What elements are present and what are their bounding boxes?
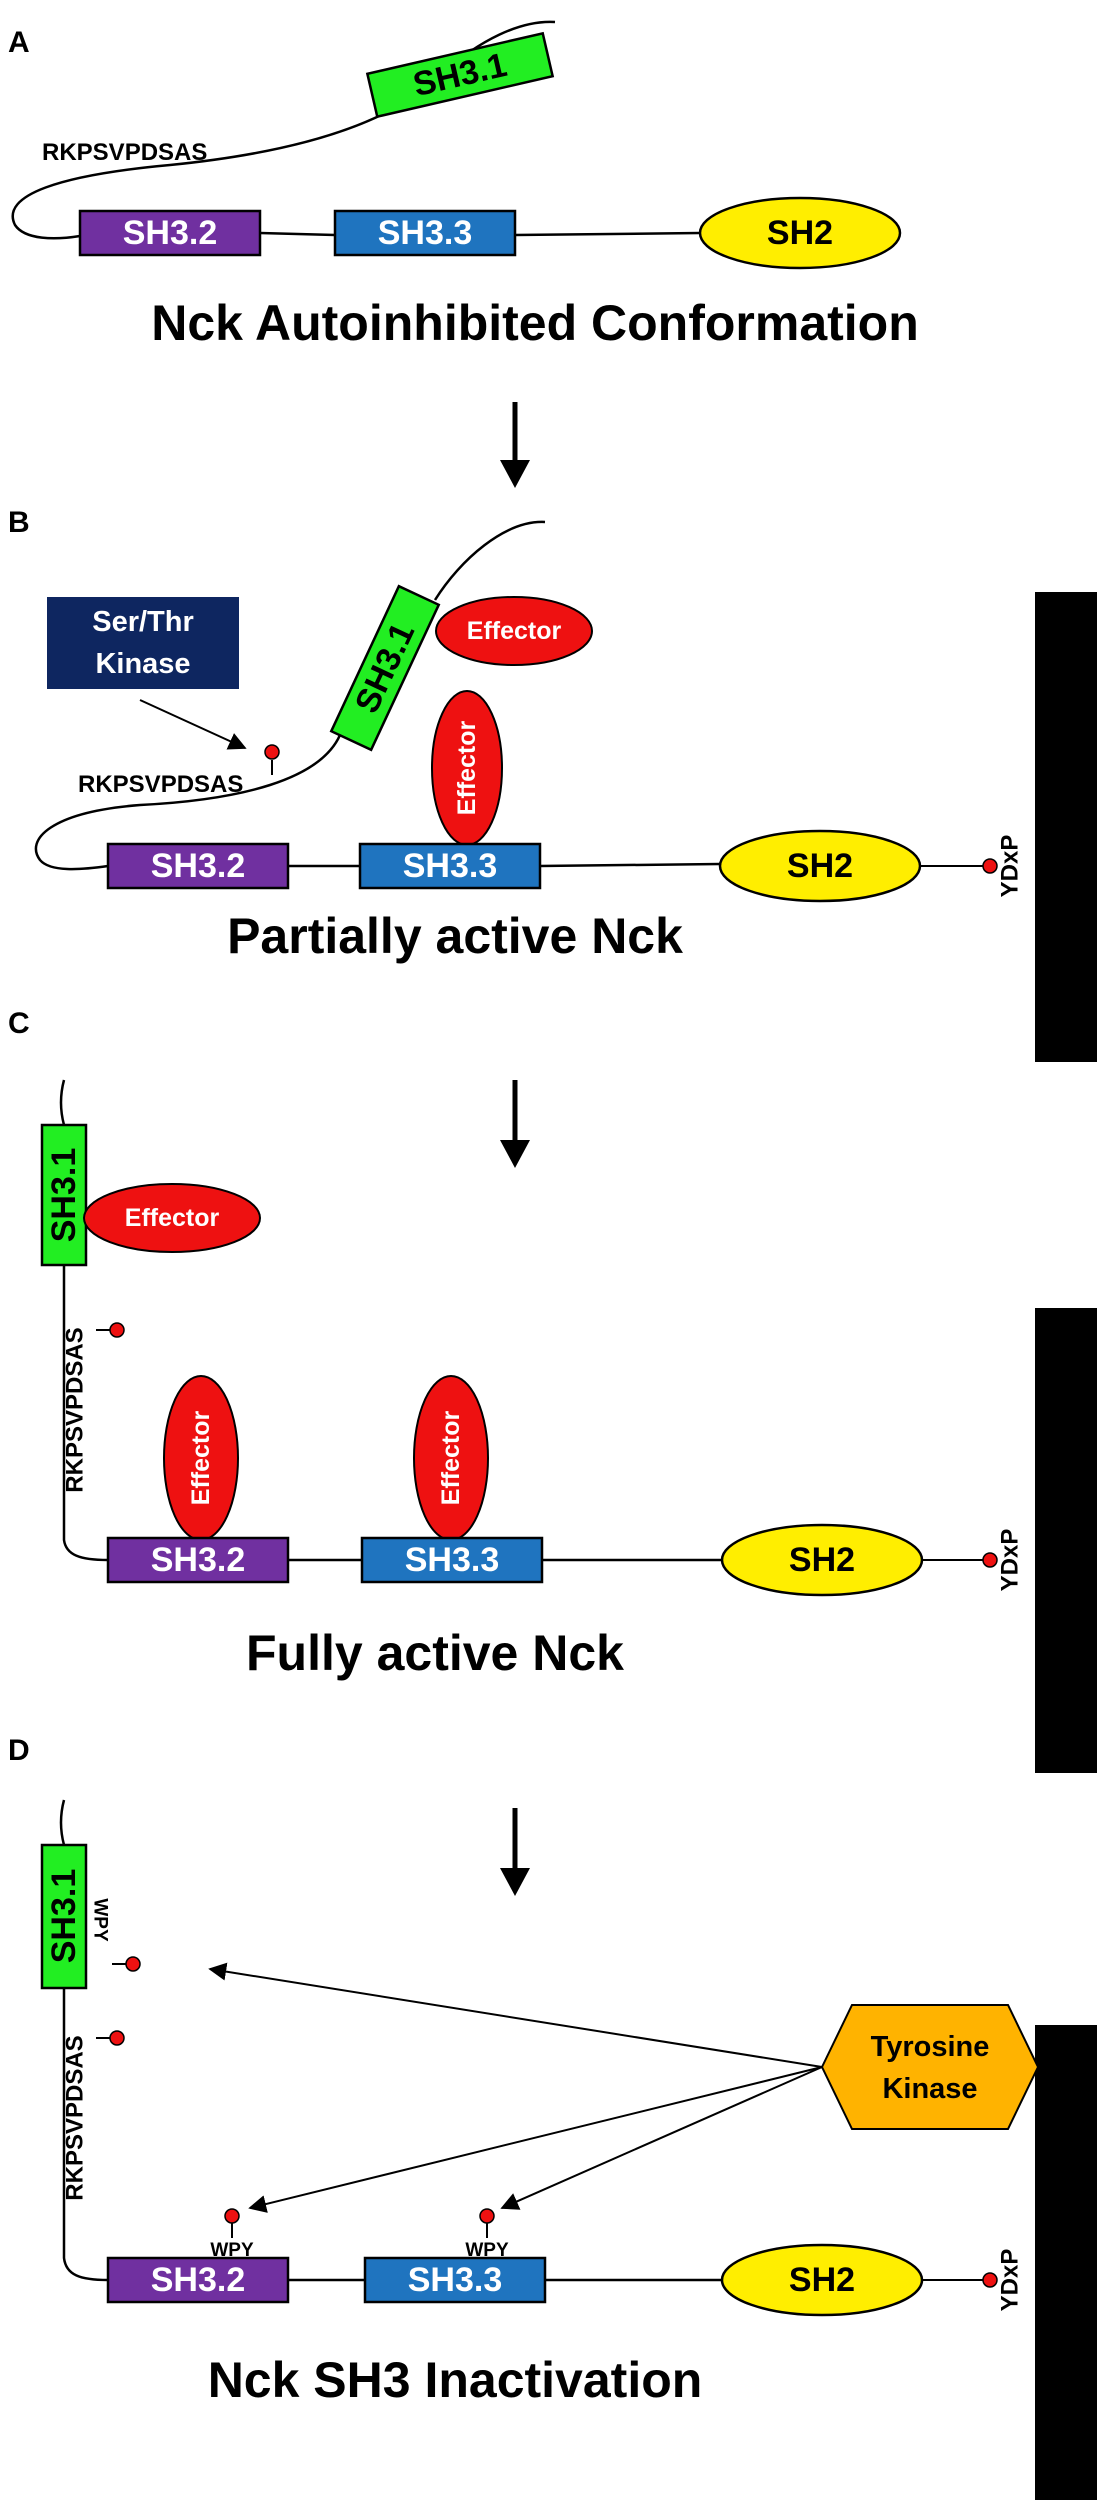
- panel-c: C SH3.1 Effector RKPSVPDSAS Effector: [8, 1007, 1097, 1773]
- panel-letter-b: B: [8, 506, 30, 539]
- sh3-1-label: SH3.1: [45, 1869, 83, 1964]
- ser-thr-kinase-line1: Ser/Thr: [92, 606, 194, 638]
- sh2-domain: SH2: [720, 2243, 924, 2317]
- ydxp-motif: YDxP: [997, 2249, 1024, 2312]
- panel-title: Partially active Nck: [227, 908, 683, 964]
- sh3-2-domain: SH3.2: [78, 209, 262, 257]
- phosphate-lollipop-icon: [224, 2208, 240, 2238]
- sh2-label: SH2: [789, 2261, 855, 2299]
- sh2-domain: SH2: [698, 196, 902, 270]
- sh2-label: SH2: [789, 1541, 855, 1579]
- linker-strand: [62, 1988, 109, 2282]
- membrane-bar-icon: [1035, 2025, 1097, 2500]
- panel-letter-a: A: [8, 26, 30, 59]
- effector-label: Effector: [453, 721, 481, 816]
- sh3-2-domain: SH3.2: [106, 2256, 290, 2304]
- effector-ellipse: Effector: [431, 690, 503, 846]
- sh3-1-domain: SH3.1: [329, 584, 441, 752]
- wpy-motif: WPY: [465, 2240, 509, 2261]
- linker-strand: [62, 1265, 109, 1562]
- panel-a: A SH3.1 RKPSVPDSAS SH3.2 SH3.3 SH2 Nck A…: [8, 20, 919, 351]
- linker-strand: [59, 1079, 66, 1126]
- down-arrow-icon: [500, 402, 530, 488]
- effector-label: Effector: [125, 1204, 220, 1232]
- tyrosine-kinase-line1: Tyrosine: [871, 2031, 990, 2063]
- linker-strand: [433, 520, 546, 601]
- linker-sequence: RKPSVPDSAS: [62, 1327, 89, 1492]
- effector-label: Effector: [467, 617, 562, 645]
- linker-strand: [34, 734, 342, 871]
- panel-title: Nck SH3 Inactivation: [208, 2352, 703, 2408]
- sh3-3-label: SH3.3: [405, 1541, 500, 1579]
- effector-label: Effector: [187, 1411, 215, 1506]
- sh3-3-domain: SH3.3: [358, 842, 542, 890]
- linker-sequence: RKPSVPDSAS: [42, 139, 207, 166]
- sh3-3-domain: SH3.3: [333, 209, 517, 257]
- sh3-2-label: SH3.2: [151, 1541, 246, 1579]
- sh3-2-domain: SH3.2: [106, 1536, 290, 1584]
- phosphate-lollipop-icon: [922, 2272, 998, 2288]
- sh3-1-domain: SH3.1: [40, 1123, 88, 1267]
- sh2-label: SH2: [787, 847, 853, 885]
- sh2-domain: SH2: [718, 829, 922, 903]
- linker-strand: [514, 231, 701, 237]
- wpy-motif: WPY: [210, 2240, 254, 2261]
- membrane-bar-icon: [1035, 592, 1097, 1062]
- sh2-label: SH2: [767, 214, 833, 252]
- tyrosine-kinase-line2: Kinase: [882, 2073, 977, 2105]
- sh3-1-domain: SH3.1: [365, 31, 555, 119]
- effector-ellipse: Effector: [83, 1183, 261, 1253]
- phosphorylation-arrow: [248, 2066, 823, 2213]
- down-arrow-icon: [500, 1808, 530, 1896]
- wpy-motif: WPY: [90, 1898, 111, 1942]
- panel-letter-c: C: [8, 1007, 30, 1040]
- sh3-1-domain: SH3.1: [40, 1843, 88, 1990]
- ydxp-motif: YDxP: [997, 835, 1024, 898]
- ser-thr-kinase-box: Ser/Thr Kinase: [47, 597, 239, 689]
- ydxp-motif: YDxP: [997, 1529, 1024, 1592]
- phosphate-lollipop-icon: [922, 1552, 998, 1568]
- linker-strand: [259, 231, 336, 237]
- panel-title: Nck Autoinhibited Conformation: [151, 295, 919, 351]
- down-arrow-icon: [500, 1080, 530, 1168]
- phosphate-lollipop-icon: [479, 2208, 495, 2238]
- sh3-1-label: SH3.1: [45, 1148, 83, 1243]
- linker-strand: [539, 862, 721, 868]
- phosphate-lollipop-icon: [96, 2030, 125, 2046]
- linker-strand: [59, 1799, 66, 1846]
- effector-ellipse: Effector: [435, 596, 593, 666]
- panel-title: Fully active Nck: [246, 1625, 624, 1681]
- panel-b: B Ser/Thr Kinase RKPSVPDSAS SH3.1 Effect…: [8, 506, 1097, 1062]
- effector-ellipse: Effector: [163, 1375, 239, 1541]
- panel-d: D SH3.1 WPY RKPSVPDSAS WPY: [8, 1734, 1097, 2500]
- phosphate-lollipop-icon: [920, 858, 998, 874]
- effector-ellipse: Effector: [413, 1375, 489, 1541]
- linker-sequence: RKPSVPDSAS: [62, 2035, 89, 2200]
- sh3-2-label: SH3.2: [123, 214, 218, 252]
- effector-label: Effector: [437, 1411, 465, 1506]
- phosphorylation-arrow: [139, 699, 247, 750]
- sh3-2-label: SH3.2: [151, 2261, 246, 2299]
- membrane-bar-icon: [1035, 1308, 1097, 1773]
- sh3-3-label: SH3.3: [403, 847, 498, 885]
- phosphate-lollipop-icon: [264, 744, 280, 775]
- sh3-3-label: SH3.3: [378, 214, 473, 252]
- sh3-3-domain: SH3.3: [363, 2256, 547, 2304]
- sh3-3-domain: SH3.3: [360, 1536, 544, 1584]
- sh3-2-label: SH3.2: [151, 847, 246, 885]
- sh2-domain: SH2: [720, 1523, 924, 1597]
- sh3-3-label: SH3.3: [408, 2261, 503, 2299]
- linker-sequence: RKPSVPDSAS: [78, 771, 243, 798]
- sh3-1-label: SH3.1: [348, 617, 422, 719]
- tyrosine-kinase-hexagon: Tyrosine Kinase: [820, 2004, 1040, 2130]
- phosphate-lollipop-icon: [112, 1956, 141, 1972]
- sh3-2-domain: SH3.2: [106, 842, 290, 890]
- phosphate-lollipop-icon: [96, 1322, 125, 1338]
- phosphorylation-arrow: [208, 1962, 823, 2068]
- panel-letter-d: D: [8, 1734, 30, 1767]
- ser-thr-kinase-line2: Kinase: [95, 648, 190, 680]
- phosphorylation-arrow: [500, 2066, 823, 2210]
